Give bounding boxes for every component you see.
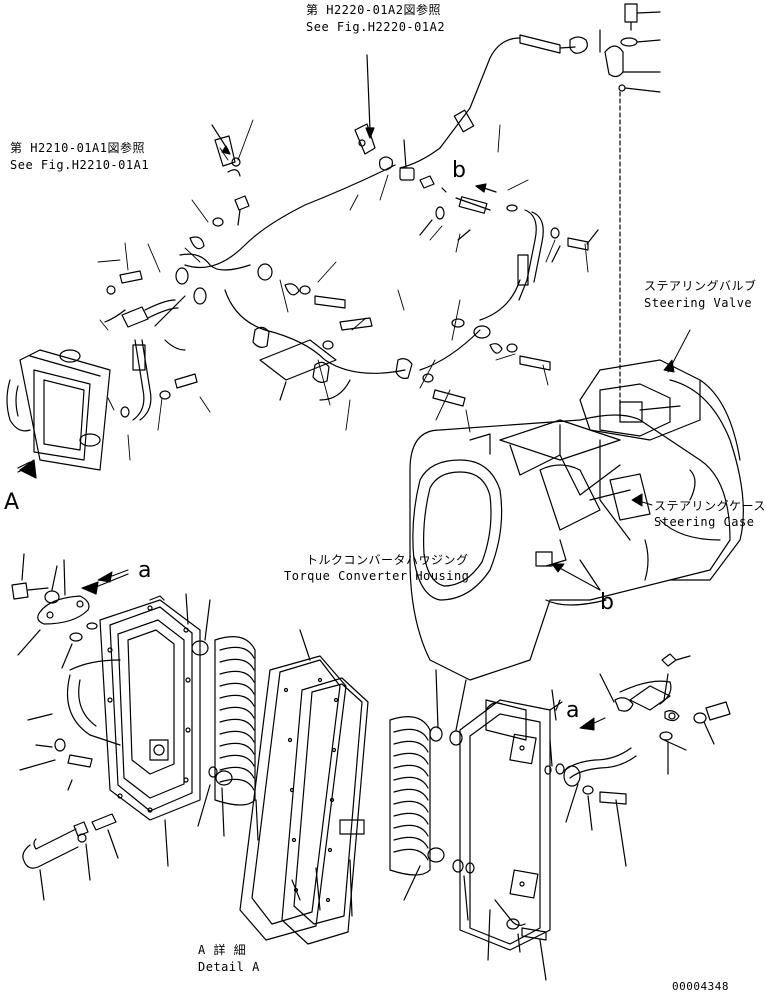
bolts-upper-left [106,124,373,350]
oil-cooler-core-left [191,599,259,841]
steering-valve-en: Steering Valve [644,296,753,310]
arrow-a-lower [81,573,129,595]
ref-h2220-jp: 第 H2220-01A2図参照 [306,3,441,17]
callout-arrows [97,329,691,731]
cable-loops [179,164,521,401]
gasket-frames [239,629,369,945]
hose-left [104,267,207,421]
leader-lines-upper [97,119,589,461]
ref-h2220-en: See Fig.H2220-01A2 [306,20,446,34]
detail-left-fittings [11,553,98,669]
marker-b-upper: b [452,158,467,183]
detail-right-fittings [544,653,731,867]
cooler-housing [19,593,201,867]
figure-number: 00004348 [672,980,729,993]
cooler-cover-right [459,689,563,981]
steering-case-en: Steering Case [654,515,755,529]
pipe-assembly [354,37,521,169]
marker-b-lower: b [600,590,615,615]
torque-converter-en: Torque Converter Housing [284,569,470,583]
steering-valve-jp: ステアリングバルブ [644,279,757,293]
marker-a-upper: a [138,558,152,583]
transmission-housing [409,359,744,681]
oil-cooler-top [6,349,111,479]
clamp-cluster-upper [379,139,491,241]
oil-cooler-core-right [389,669,475,921]
ref-h2210-jp: 第 H2210-01A1図参照 [10,141,145,155]
drain-fittings [22,813,119,901]
hose-right [475,183,599,301]
marker-a-lower: a [566,698,580,723]
upper-fittings [519,3,661,421]
detail-a-jp: A 詳 細 [198,943,247,957]
ref-h2210-en: See Fig.H2210-01A1 [10,158,150,172]
steering-case-jp: ステアリングケース [654,499,766,513]
clamp-middle [252,318,551,407]
torque-converter-jp: トルクコンバータハウジング [306,553,469,567]
view-a-marker: A [4,490,20,515]
detail-a-en: Detail A [198,960,260,974]
housing-bolts [35,738,93,791]
